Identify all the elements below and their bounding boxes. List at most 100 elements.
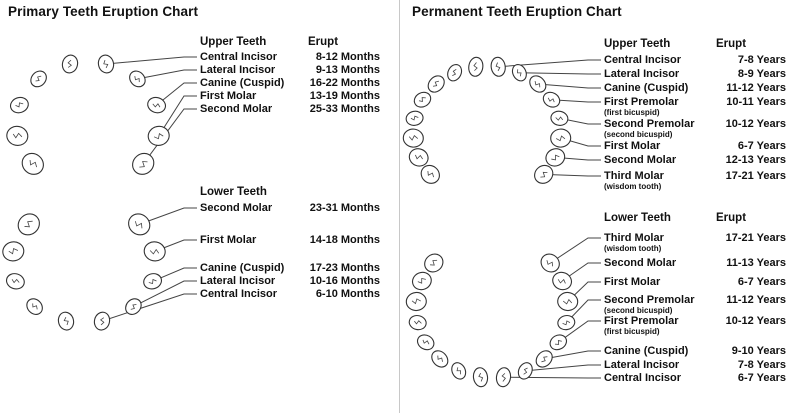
tooth-fissure-detail — [11, 278, 20, 284]
tooth-fissure-detail — [541, 356, 548, 363]
tooth-fissure-detail — [546, 260, 554, 267]
tooth-subname: (wisdom tooth) — [604, 182, 662, 191]
eruption-age: 16-22 Months — [309, 77, 380, 89]
tooth-fissure-detail — [130, 304, 137, 310]
eruption-age: 11-13 Years — [726, 257, 786, 269]
tooth-name: Second Molar — [604, 257, 677, 269]
tooth-shape — [495, 367, 512, 388]
tooth-name: Third Molar — [604, 170, 664, 182]
tooth-label-row: Canine (Cuspid)9-10 Years — [604, 345, 786, 357]
tooth-name: Canine (Cuspid) — [604, 345, 689, 357]
tooth-fissure-detail — [540, 171, 548, 178]
leader-line — [498, 59, 601, 68]
tooth-shape — [557, 291, 579, 312]
tooth-name: Lateral Incisor — [604, 359, 680, 371]
tooth-fissure-detail — [534, 81, 541, 88]
tooth-fissure-detail — [417, 277, 426, 284]
tooth-fissure-detail — [437, 355, 443, 362]
leader-line — [558, 320, 601, 343]
tooth-fissure-detail — [551, 154, 560, 161]
tooth-shape — [93, 311, 111, 331]
eruption-age: 11-12 Years — [726, 82, 786, 94]
tooth-fissure-detail — [432, 80, 440, 87]
tooth-fissure-detail — [562, 298, 573, 305]
tooth-shape — [30, 70, 47, 88]
tooth-fissure-detail — [478, 372, 484, 382]
tooth-fissure-detail — [422, 339, 430, 345]
tooth-name: First Molar — [604, 276, 661, 288]
tooth-fissure-detail — [153, 132, 164, 140]
eruption-age: 12-13 Years — [725, 154, 786, 166]
tooth-shape — [545, 148, 566, 167]
tooth-shape — [5, 273, 25, 290]
leader-line — [156, 82, 197, 106]
tooth-name-wrap: Lateral Incisor — [200, 64, 275, 76]
tooth-subname: (second bicuspid) — [604, 306, 673, 315]
tooth-name-wrap: Central Incisor — [604, 54, 681, 66]
tooth-name-wrap: First Molar — [200, 234, 256, 246]
tooth-shape — [132, 152, 155, 175]
tooth-shape — [2, 241, 25, 262]
tooth-fissure-detail — [555, 116, 564, 121]
tooth-shape — [472, 367, 489, 388]
leader-line — [544, 350, 601, 360]
eruption-age: 8-12 Months — [315, 51, 380, 63]
tooth-label-row: Third Molar(wisdom tooth) 17-21 Years — [604, 170, 786, 191]
tooth-fissure-detail — [415, 154, 424, 160]
leader-line — [561, 262, 601, 282]
tooth-shape — [511, 63, 527, 82]
tooth-fissure-detail — [63, 317, 69, 326]
tooth-name: Central Incisor — [604, 54, 682, 66]
tooth-name-wrap: Third Molar(wisdom tooth) — [604, 170, 664, 191]
eruption-age: 23-31 Months — [309, 202, 380, 214]
tooth-shape — [552, 271, 573, 291]
tooth-subname: (second bicuspid) — [604, 130, 673, 139]
tooth-fissure-detail — [452, 68, 457, 76]
eruption-age: 6-7 Years — [737, 276, 786, 288]
tooth-shape — [17, 213, 40, 236]
tooth-label-row: First Premolar(first bicuspid)10-11 Year… — [604, 96, 786, 117]
section-header-erupt: Erupt — [308, 36, 339, 48]
tooth-shape — [57, 311, 75, 331]
tooth-name-wrap: Canine (Cuspid) — [200, 77, 284, 89]
tooth-fissure-detail — [562, 320, 571, 326]
tooth-fissure-detail — [8, 248, 19, 255]
leader-line — [133, 280, 197, 308]
tooth-shape — [420, 164, 440, 184]
primary-chart-title: Primary Teeth Eruption Chart — [8, 4, 199, 19]
eruption-age: 10-11 Years — [726, 96, 786, 108]
eruption-age: 6-10 Months — [315, 288, 380, 300]
tooth-shape — [431, 350, 449, 368]
leader-line — [519, 72, 601, 75]
tooth-fissure-detail — [15, 102, 24, 108]
tooth-name-wrap: Second Premolar(second bicuspid) — [604, 118, 694, 139]
tooth-shape — [147, 96, 167, 114]
tooth-name: Canine (Cuspid) — [604, 82, 689, 94]
tooth-fissure-detail — [99, 317, 105, 326]
tooth-fissure-detail — [24, 220, 33, 228]
tooth-name: Lateral Incisor — [200, 64, 276, 76]
section-header-erupt: Erupt — [716, 38, 747, 50]
tooth-fissure-detail — [418, 97, 426, 102]
tooth-fissure-detail — [67, 59, 73, 68]
permanent-chart-title: Permanent Teeth Eruption Chart — [412, 4, 622, 19]
tooth-shape — [468, 56, 484, 77]
eruption-age: 17-21 Years — [725, 170, 786, 182]
tooth-fissure-detail — [495, 62, 501, 72]
eruption-age: 17-23 Months — [309, 262, 380, 274]
tooth-fissure-detail — [148, 278, 157, 285]
tooth-fissure-detail — [103, 60, 109, 69]
tooth-shape — [128, 213, 151, 236]
tooth-fissure-detail — [35, 75, 42, 82]
eruption-age: 10-12 Years — [725, 315, 786, 327]
section-header-teeth: Lower Teeth — [604, 212, 671, 224]
tooth-fissure-detail — [523, 367, 528, 375]
tooth-fissure-detail — [557, 278, 566, 284]
eruption-age: 6-7 Years — [737, 372, 786, 384]
tooth-name: Second Premolar — [604, 118, 695, 130]
tooth-fissure-detail — [408, 135, 419, 141]
